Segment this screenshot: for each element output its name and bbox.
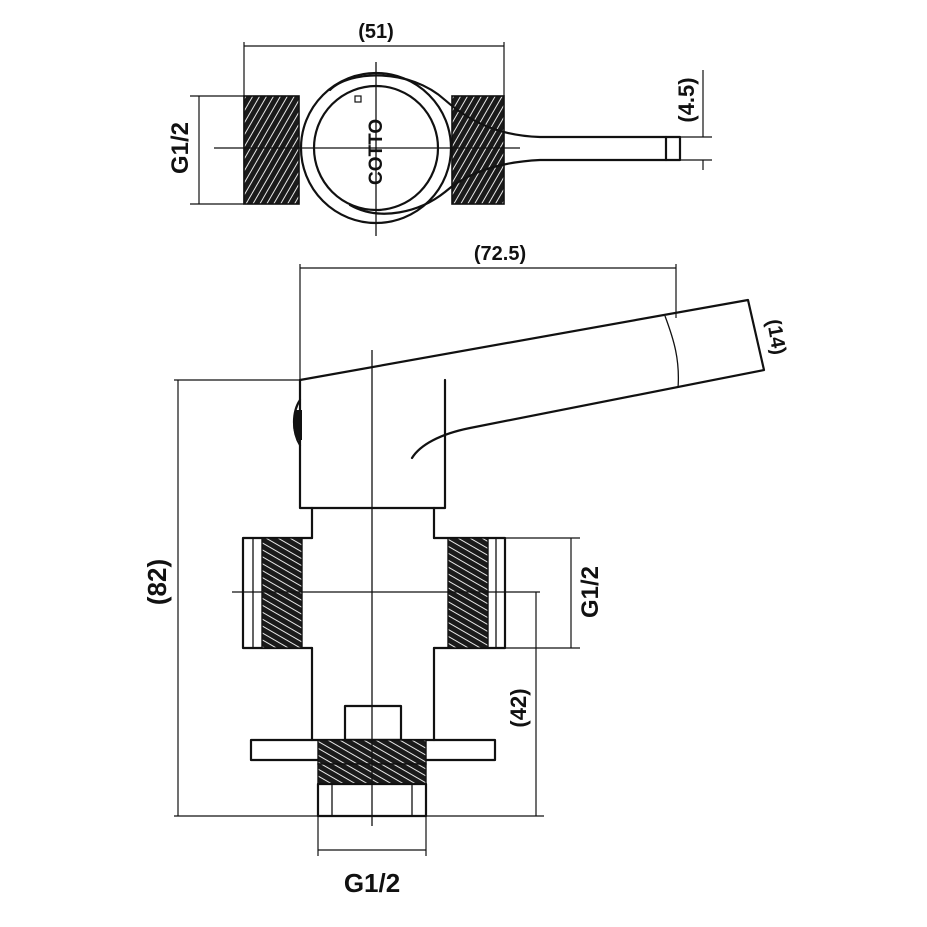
front-lever-arm bbox=[298, 298, 766, 460]
dim-front-outlet-height: (42) bbox=[426, 592, 544, 817]
dim-front-handle-tip-label: (14) bbox=[762, 318, 790, 357]
dim-front-length-label: (72.5) bbox=[474, 243, 526, 265]
dim-front-handle-tip: (14) bbox=[762, 318, 790, 357]
top-logo-mark bbox=[354, 95, 362, 103]
dim-front-length: (72.5) bbox=[299, 243, 677, 380]
dim-front-side-thread-label: G1/2 bbox=[577, 566, 604, 618]
front-right-thread bbox=[432, 536, 507, 650]
dim-top-handle-thickness: (4.5) bbox=[674, 70, 712, 170]
front-bottom-outlet bbox=[249, 704, 497, 818]
dim-top-thread: G1/2 bbox=[167, 95, 244, 205]
dim-top-width-label: (51) bbox=[358, 21, 394, 43]
top-right-thread bbox=[451, 95, 505, 205]
dim-front-height: (82) bbox=[142, 379, 318, 817]
dim-top-thread-label: G1/2 bbox=[167, 122, 194, 174]
dim-front-height-label: (82) bbox=[142, 559, 172, 605]
dim-front-side-thread: G1/2 bbox=[505, 537, 604, 649]
dim-top-width: (51) bbox=[243, 21, 505, 96]
front-left-thread bbox=[241, 536, 314, 650]
dim-top-handle-thickness-label: (4.5) bbox=[674, 77, 699, 122]
dim-front-outlet-height-label: (42) bbox=[506, 688, 531, 727]
dim-front-bottom-thread-label: G1/2 bbox=[344, 868, 400, 898]
top-view: COTTO (51) G1/2 (4.5) bbox=[167, 21, 712, 236]
front-view: (72.5) (14) (82) G1/2 (42) bbox=[142, 243, 790, 898]
top-left-thread bbox=[243, 95, 300, 205]
dim-front-bottom-thread: G1/2 bbox=[317, 816, 427, 898]
